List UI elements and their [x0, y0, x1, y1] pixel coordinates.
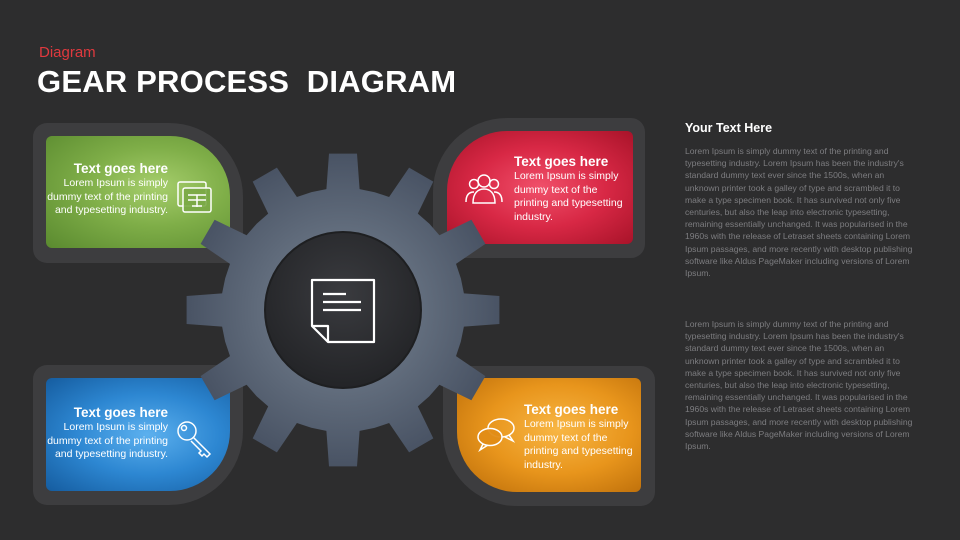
- orange-card-body: Lorem Ipsum is simply dummy text of the …: [524, 418, 633, 471]
- sidebar-paragraph-1: Lorem Ipsum is simply dummy text of the …: [685, 146, 913, 279]
- slide-subtitle: Diagram: [39, 44, 96, 61]
- green-card: Text goes here Lorem Ipsum is simply dum…: [46, 136, 230, 248]
- red-card: Text goes here Lorem Ipsum is simply dum…: [447, 131, 633, 244]
- blue-card: Text goes here Lorem Ipsum is simply dum…: [46, 378, 230, 491]
- orange-card: Text goes here Lorem Ipsum is simply dum…: [457, 378, 641, 492]
- key-icon: [177, 421, 212, 459]
- note-document-icon: [310, 278, 376, 344]
- checklist-board-icon: [177, 181, 212, 213]
- blue-card-body: Lorem Ipsum is simply dummy text of the …: [47, 421, 168, 460]
- users-group-icon: [465, 174, 503, 204]
- green-card-title: Text goes here: [73, 161, 168, 176]
- sidebar-paragraph-2: Lorem Ipsum is simply dummy text of the …: [685, 319, 913, 452]
- chat-bubbles-icon: [477, 418, 516, 452]
- green-card-body: Lorem Ipsum is simply dummy text of the …: [47, 177, 168, 216]
- blue-card-title: Text goes here: [73, 405, 168, 420]
- slide-title: GEAR PROCESS DIAGRAM: [37, 64, 457, 99]
- red-card-title: Text goes here: [514, 154, 609, 169]
- orange-card-title: Text goes here: [524, 402, 619, 417]
- red-card-body: Lorem Ipsum is simply dummy text of the …: [514, 170, 623, 223]
- sidebar-heading: Your Text Here: [685, 121, 773, 135]
